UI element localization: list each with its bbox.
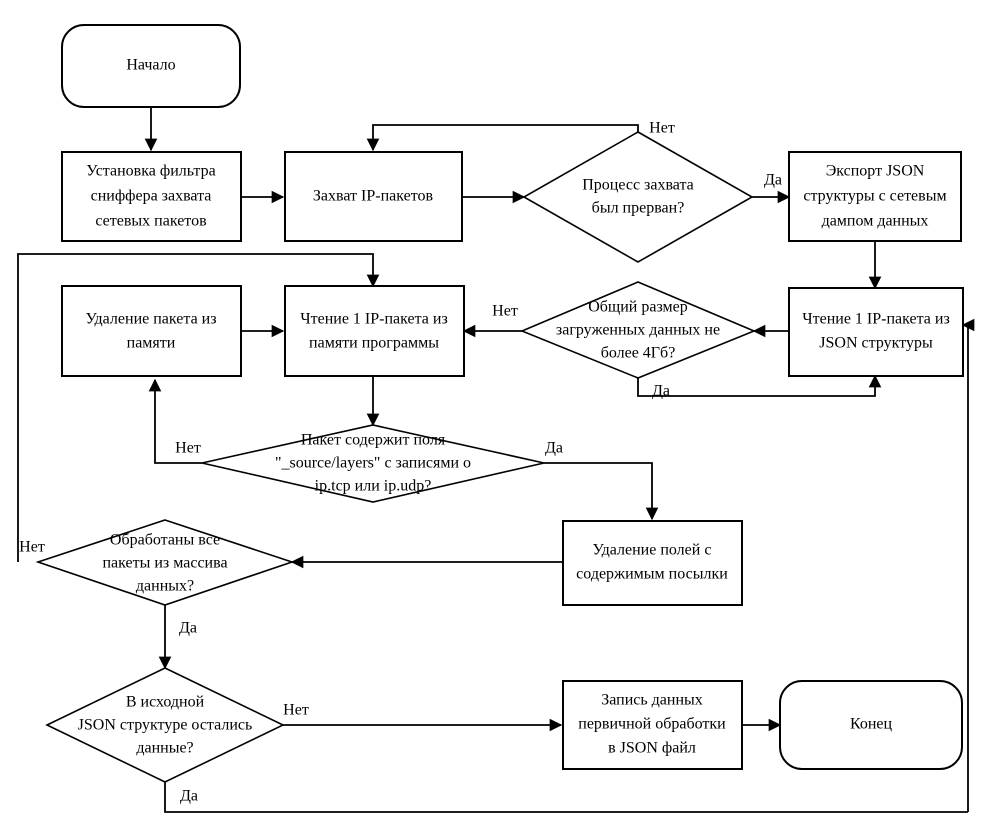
- set-filter-line-1: Установка фильтра: [86, 163, 215, 180]
- label-capture-yes: Да: [764, 172, 782, 189]
- edge-size-check-yes-loop: [637, 374, 882, 397]
- set-filter-shape: [61, 151, 242, 242]
- node-delete-fields: Удаление полей с содержимым посылки: [562, 520, 743, 606]
- start-label: Начало: [126, 57, 175, 74]
- delete-fields-line-1: Удаление полей с: [593, 542, 712, 559]
- read-from-memory-shape: [284, 285, 465, 377]
- node-has-layers: Пакет содержит поля "_source/layers" с з…: [201, 424, 545, 503]
- edge-right-return-to-read-json: [961, 318, 975, 812]
- node-read-from-memory: Чтение 1 IP-пакета из памяти программы: [284, 285, 465, 377]
- export-json-line-2: структуры с сетевым: [803, 188, 946, 205]
- label-layers-yes: Да: [545, 440, 563, 457]
- start-terminator-shape: [61, 24, 241, 108]
- delete-fields-shape: [562, 520, 743, 606]
- capture-interrupted-shape: [522, 131, 754, 263]
- label-json-has-data-no: Нет: [283, 702, 309, 719]
- all-processed-shape: [35, 519, 295, 606]
- json-has-data-line-2: JSON структуре остались: [78, 717, 253, 734]
- size-check-shape: [519, 281, 757, 379]
- label-all-processed-yes: Да: [179, 620, 197, 637]
- node-read-from-json: Чтение 1 IP-пакета из JSON структуры: [788, 287, 964, 377]
- size-check-line-3: более 4Гб?: [601, 345, 676, 362]
- node-export-json: Экспорт JSON структуры с сетевым дампом …: [788, 151, 962, 242]
- read-from-json-shape: [788, 287, 964, 377]
- all-processed-line-2: пакеты из массива: [102, 555, 227, 572]
- all-processed-line-3: данных?: [136, 578, 194, 595]
- write-json-line-3: в JSON файл: [608, 740, 696, 757]
- node-capture: Захват IP-пакетов: [284, 151, 463, 242]
- capture-shape: [284, 151, 463, 242]
- has-layers-line-2: "_source/layers" с записями о: [275, 455, 471, 472]
- label-all-processed-no: Нет: [19, 539, 45, 556]
- export-json-line-3: дампом данных: [822, 213, 929, 230]
- edge-interrupted-no-loop: [366, 124, 639, 152]
- has-layers-shape: [201, 424, 545, 503]
- node-start: Начало: [61, 24, 241, 108]
- export-json-line-1: Экспорт JSON: [826, 163, 925, 180]
- edge-has-layers-no-to-delete-packet: [148, 378, 202, 464]
- read-from-memory-line-1: Чтение 1 IP-пакета из: [300, 311, 448, 328]
- size-check-line-1: Общий размер: [588, 299, 688, 316]
- all-processed-line-1: Обработаны все: [110, 532, 220, 549]
- capture-label: Захват IP-пакетов: [313, 188, 434, 205]
- label-size-no: Нет: [492, 303, 518, 320]
- label-capture-no: Нет: [649, 120, 675, 137]
- capture-interrupted-line-2: был прерван?: [592, 200, 685, 217]
- node-set-filter: Установка фильтра сниффера захвата сетев…: [61, 151, 242, 242]
- json-has-data-line-1: В исходной: [126, 694, 205, 711]
- json-has-data-line-3: данные?: [136, 740, 193, 757]
- write-json-line-1: Запись данных: [601, 692, 703, 709]
- label-size-yes: Да: [652, 383, 670, 400]
- edge-all-processed-no-loop: [17, 253, 380, 562]
- write-json-shape: [562, 680, 743, 770]
- write-json-line-2: первичной обработки: [578, 716, 726, 733]
- node-end: Конец: [779, 680, 963, 770]
- delete-fields-line-2: содержимым посылки: [576, 566, 728, 583]
- node-delete-packet: Удаление пакета из памяти: [61, 285, 242, 377]
- set-filter-line-2: сниффера захвата: [91, 188, 212, 205]
- label-json-has-data-yes: Да: [180, 788, 198, 805]
- node-all-processed: Обработаны все пакеты из массива данных?: [35, 519, 295, 606]
- delete-packet-line-2: памяти: [127, 335, 176, 352]
- connectors: [17, 107, 975, 813]
- has-layers-line-1: Пакет содержит поля: [301, 432, 446, 449]
- node-size-check: Общий размер загруженных данных не более…: [519, 281, 757, 379]
- has-layers-line-3: ip.tcp или ip.udp?: [315, 478, 432, 495]
- read-from-json-line-1: Чтение 1 IP-пакета из: [802, 311, 950, 328]
- edge-labels: Нет Да Нет Да Нет Да Нет Да Нет Да: [19, 120, 782, 805]
- node-write-json: Запись данных первичной обработки в JSON…: [562, 680, 743, 770]
- delete-packet-line-1: Удаление пакета из: [85, 311, 216, 328]
- read-from-memory-line-2: памяти программы: [309, 335, 439, 352]
- node-capture-interrupted: Процесс захвата был прерван?: [522, 131, 754, 263]
- node-json-has-data: В исходной JSON структуре остались данны…: [45, 667, 285, 783]
- capture-interrupted-line-1: Процесс захвата: [582, 177, 694, 194]
- size-check-line-2: загруженных данных не: [556, 322, 720, 339]
- edge-json-has-data-yes-loop: [164, 782, 968, 813]
- edge-has-layers-yes-to-delete-fields: [544, 462, 659, 521]
- json-has-data-shape: [45, 667, 285, 783]
- read-from-json-line-2: JSON структуры: [819, 335, 933, 352]
- label-layers-no: Нет: [175, 440, 201, 457]
- end-label: Конец: [850, 716, 893, 733]
- set-filter-line-3: сетевых пакетов: [95, 213, 207, 230]
- export-json-shape: [788, 151, 962, 242]
- end-terminator-shape: [779, 680, 963, 770]
- delete-packet-shape: [61, 285, 242, 377]
